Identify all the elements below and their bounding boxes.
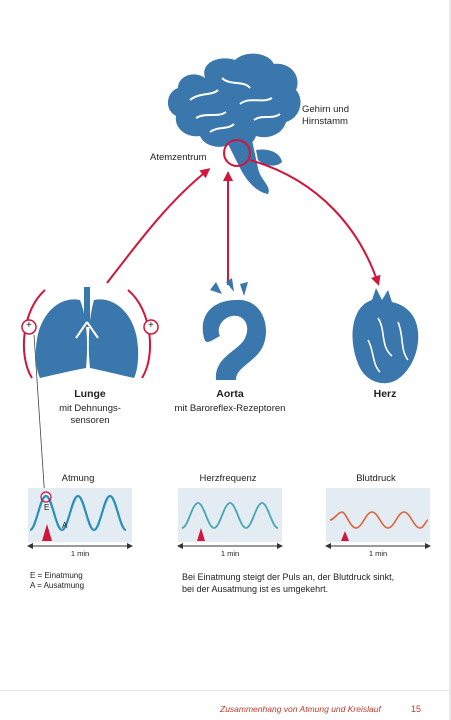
inspiration-marker xyxy=(42,524,52,541)
footer-text: Zusammenhang von Atmung und Kreislauf xyxy=(220,704,381,714)
chart-panel-heart-rate xyxy=(178,488,282,542)
page-number: 15 xyxy=(411,704,422,714)
axis-label-heart-rate: 1 min xyxy=(220,549,240,558)
caption: Bei Einatmung steigt der Puls an, der Bl… xyxy=(182,571,444,595)
plus-sign-right: + xyxy=(148,320,154,331)
brain-label-line1: Gehirn und xyxy=(302,104,350,115)
brain-label: Gehirn und Hirnstamm xyxy=(302,104,349,128)
brain-label-line2: Hirnstamm xyxy=(302,116,348,127)
axis-label-breathing: 1 min xyxy=(70,549,90,558)
plus-sign-left: + xyxy=(26,320,32,331)
wave-highlight-circle xyxy=(40,491,52,503)
lung-title: Lunge xyxy=(74,388,106,400)
wave-heart-rate xyxy=(181,502,279,529)
lung-subtitle-1: mit Dehnungs- xyxy=(59,403,121,414)
brain-icon xyxy=(167,53,301,194)
plus-icon-left xyxy=(21,319,37,335)
aorta-title: Aorta xyxy=(216,388,244,400)
legend: E = Einatmung A = Ausatmung xyxy=(30,571,84,591)
respiratory-center-label: Atemzentrum xyxy=(150,152,207,163)
legend-line-1: E = Einatmung xyxy=(30,571,83,580)
aorta-icon xyxy=(202,278,267,380)
axis-label-blood-pressure: 1 min xyxy=(368,549,388,558)
respiratory-center-marker xyxy=(223,139,251,167)
heart-rate-marker xyxy=(197,528,205,541)
wave-blood-pressure xyxy=(329,511,429,529)
page-edge xyxy=(449,0,451,720)
heart-title: Herz xyxy=(373,388,397,400)
lung-subtitle-2: sensoren xyxy=(70,415,110,426)
heart-icon xyxy=(352,288,419,384)
caption-line-1: Bei Einatmung steigt der Puls an, der Bl… xyxy=(182,572,395,582)
chart-title-blood-pressure: Blutdruck xyxy=(356,473,396,484)
wave-mark-e: E xyxy=(44,503,50,512)
blood-pressure-marker xyxy=(341,531,349,541)
caption-line-2: bei der Ausatmung ist es umgekehrt. xyxy=(182,584,329,594)
aorta-subtitle: mit Baroreflex-Rezeptoren xyxy=(174,403,286,414)
arrows xyxy=(106,159,381,286)
chart-title-heart-rate: Herzfrequenz xyxy=(199,473,257,484)
legend-line-2: A = Ausatmung xyxy=(30,581,85,590)
plus-icon-right xyxy=(143,319,159,335)
lung-icon xyxy=(21,287,159,379)
wave-mark-a: A xyxy=(62,521,68,530)
arrow-brain-to-heart xyxy=(249,159,381,286)
chart-title-breathing: Atmung xyxy=(61,473,95,484)
footer-divider xyxy=(0,690,451,691)
wave-breathing xyxy=(29,494,127,532)
chart-panel-blood-pressure xyxy=(326,488,430,542)
arrow-lung-to-brain xyxy=(106,168,211,284)
pointer-line xyxy=(33,334,46,501)
